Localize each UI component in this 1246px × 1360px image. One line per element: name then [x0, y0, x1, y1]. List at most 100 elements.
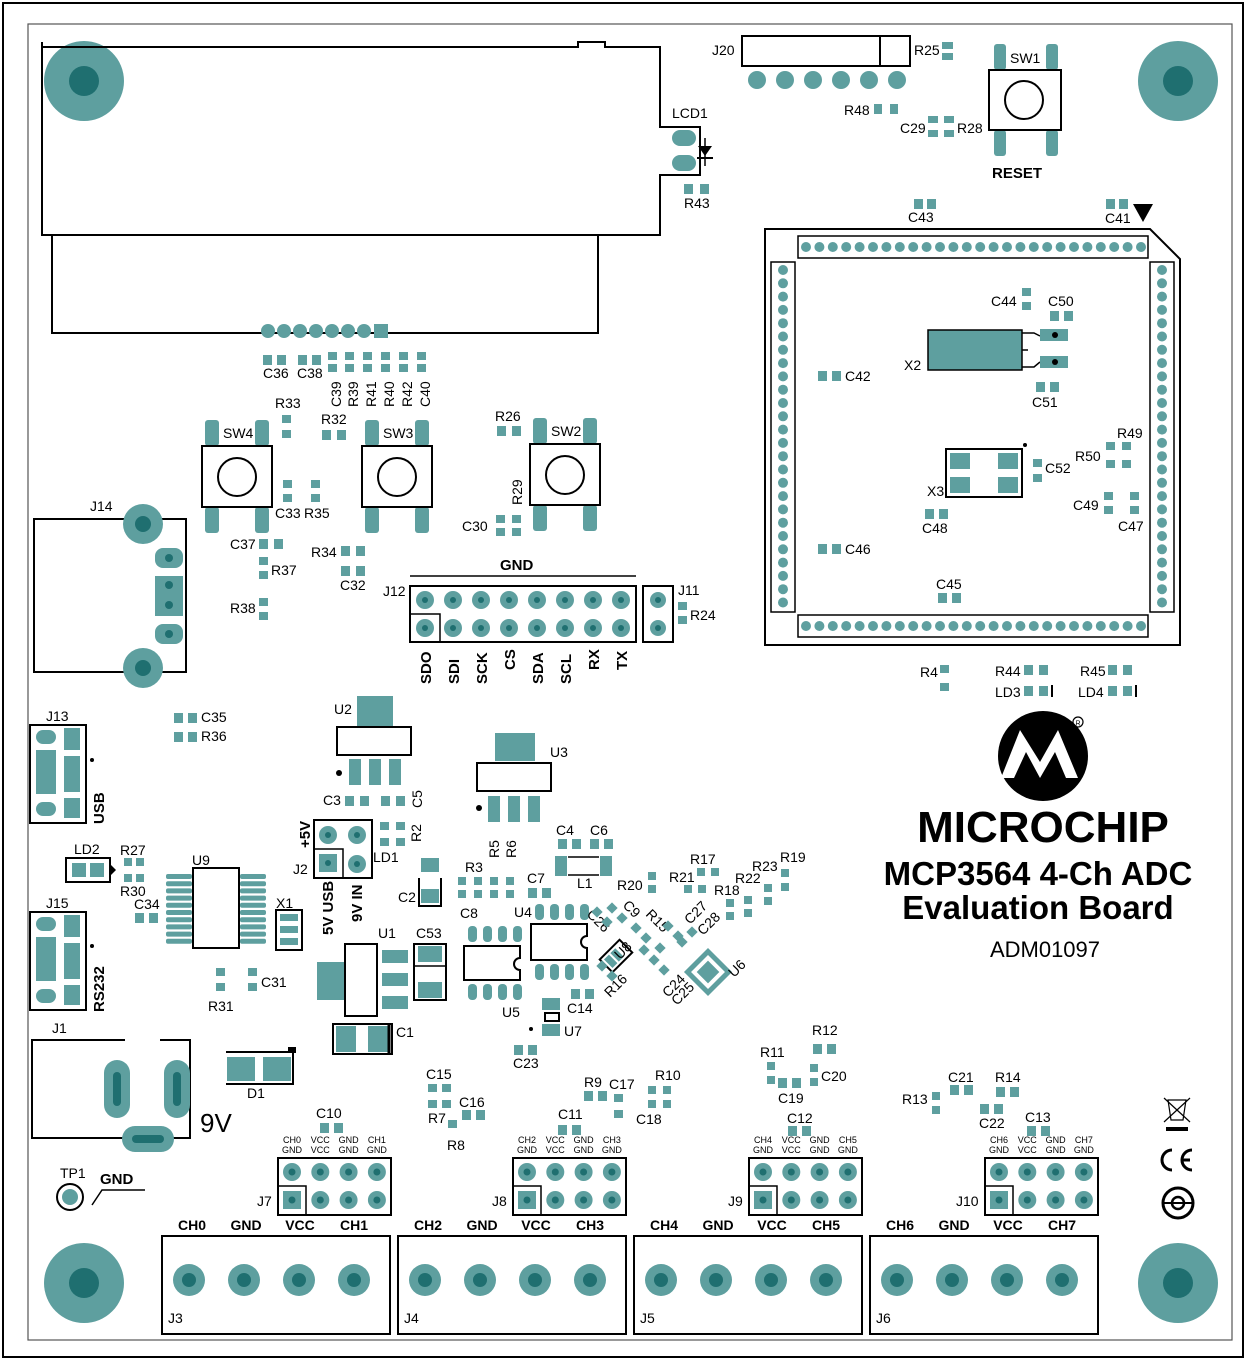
ic-pin: [240, 895, 266, 901]
header-pin-hole: [562, 625, 568, 631]
terminal-screw-hole: [583, 1273, 597, 1287]
label-c52: C52: [1045, 460, 1071, 476]
label-ld3: LD3: [995, 684, 1021, 700]
ce-mark-icon: [1160, 1148, 1193, 1172]
label-c41: C41: [1105, 210, 1131, 226]
board-title-line2: Evaluation Board: [902, 889, 1173, 926]
jumper-pin-hole: [844, 1168, 852, 1176]
terminal-screw-hole: [709, 1273, 723, 1287]
inductor-l1: L1: [555, 856, 612, 891]
ic-u4: U4: [514, 904, 589, 980]
ic-pin: [240, 902, 266, 908]
jumper-pin-hole: [580, 1168, 588, 1176]
jumper-pin-hole: [816, 1168, 824, 1176]
mcu-pin: [1157, 318, 1167, 329]
label-c44: C44: [991, 293, 1017, 309]
mcu-pin: [1015, 242, 1026, 252]
label-c33: C33: [275, 505, 301, 521]
terminal-screw-hole: [292, 1273, 306, 1287]
lcd-pin: [672, 155, 696, 171]
mcu-pins-top: [801, 242, 1146, 252]
button-sw4[interactable]: SW4: [201, 420, 273, 533]
label-r45: R45: [1080, 663, 1106, 679]
ic-pin: [240, 931, 266, 937]
mcu-pin: [1157, 278, 1167, 289]
terminal-label: CH5: [812, 1217, 840, 1233]
label-r29: R29: [509, 479, 525, 505]
label-j6: J6: [876, 1310, 891, 1326]
header-pin-hole: [422, 625, 428, 631]
jumper-pin-label: CH6: [990, 1135, 1008, 1145]
capacitor-c1: C1: [332, 1023, 414, 1055]
jumper-pin-label: CH3: [603, 1135, 621, 1145]
reset-button-sw1[interactable]: SW1: [988, 44, 1062, 156]
label-c47: C47: [1118, 518, 1144, 534]
label-c22: C22: [979, 1115, 1005, 1131]
jumper-pin1-box: [984, 1185, 1014, 1216]
jumper-pin-label: GND: [339, 1145, 360, 1155]
jumper-pin-hole: [316, 1168, 324, 1176]
pin-label-scl: SCL: [558, 654, 575, 684]
label-j13: J13: [46, 708, 69, 724]
mcu-pin: [1028, 621, 1039, 631]
label-c50: C50: [1048, 293, 1074, 309]
label-tp1: TP1: [60, 1165, 86, 1181]
jumper-pin-hole: [995, 1168, 1003, 1176]
terminal-screw-hole: [347, 1273, 361, 1287]
mcu-pin: [778, 477, 788, 488]
mcu-pin: [801, 621, 811, 631]
header-pin-hole: [562, 597, 568, 603]
terminal-label: CH0: [178, 1217, 206, 1233]
jumper-pin-hole: [844, 1196, 852, 1204]
mcu-pin: [841, 242, 852, 252]
label-r18: R18: [714, 882, 740, 898]
mcu-pin: [1157, 477, 1167, 488]
label-u3: U3: [550, 744, 568, 760]
header-pin-hole: [450, 597, 456, 603]
jumper-pin-hole: [288, 1196, 296, 1204]
label-u6: U6: [725, 956, 749, 980]
jumper-pin1-box: [748, 1185, 778, 1216]
jumper-pin-hole: [816, 1196, 824, 1204]
header-pin-hole: [534, 597, 540, 603]
terminal-block-outline: [869, 1235, 1099, 1335]
regulator-u3: U3: [476, 733, 568, 822]
label-j7: J7: [257, 1193, 272, 1209]
test-point-tp1[interactable]: TP1: [56, 1165, 86, 1211]
mounting-hole-bl-center: [69, 1268, 99, 1298]
mcu-pin: [935, 242, 945, 252]
label-r3: R3: [465, 859, 483, 875]
mcu-pin: [1002, 242, 1012, 252]
mcu-pin: [778, 331, 788, 342]
mcu-pin: [1055, 242, 1066, 252]
recycle-icon: [1161, 1186, 1195, 1220]
led-ld2: LD2: [65, 841, 116, 883]
button-sw2[interactable]: SW2: [529, 418, 601, 531]
label-x1: X1: [276, 895, 293, 911]
label-c43: C43: [908, 209, 934, 225]
header-pin-hole: [618, 597, 624, 603]
label-c2: C2: [398, 889, 416, 905]
label-r50: R50: [1075, 448, 1101, 464]
jumper-pin1-box: [512, 1185, 542, 1216]
diode-d1: D1: [226, 1047, 296, 1101]
label-u1: U1: [378, 925, 396, 941]
label-c51: C51: [1032, 394, 1058, 410]
label-gnd-tp: GND: [100, 1171, 134, 1188]
mcu-pin: [778, 304, 788, 315]
label-sw2: SW2: [551, 423, 582, 439]
mcu-pin: [975, 242, 986, 252]
label-ld1: LD1: [373, 849, 399, 865]
label-r10: R10: [655, 1067, 681, 1083]
lcd-header-pins: [261, 324, 388, 338]
label-9v-in: 9V IN: [349, 884, 366, 922]
label-j10: J10: [956, 1193, 979, 1209]
mcu-pin: [778, 318, 788, 329]
label-c34: C34: [134, 896, 160, 912]
button-sw3[interactable]: SW3: [361, 420, 433, 533]
capacitor-c53: C53: [413, 925, 447, 1001]
label-c17: C17: [609, 1076, 635, 1092]
label-plus5v: +5V: [297, 821, 314, 848]
label-c40: C40: [417, 381, 433, 407]
connector-j15-rs232: J15 RS232: [29, 895, 108, 1012]
